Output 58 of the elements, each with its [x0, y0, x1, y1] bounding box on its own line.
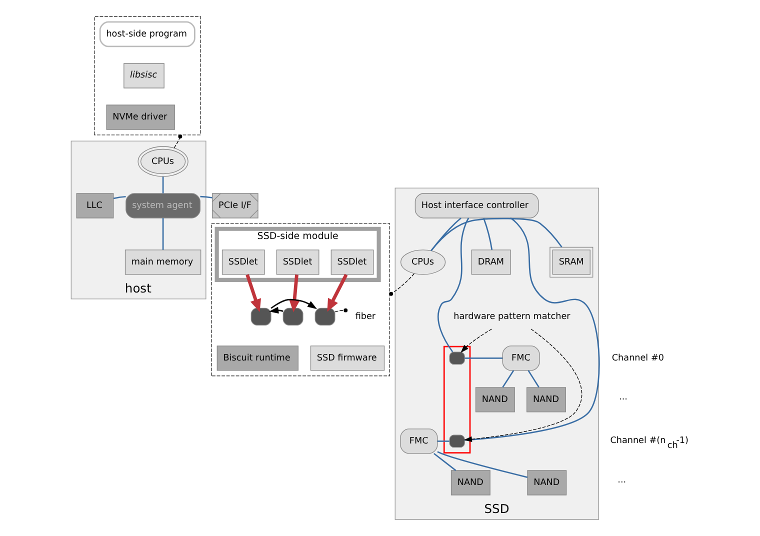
connector: [388, 273, 414, 296]
connector: [430, 218, 562, 252]
connector: [437, 218, 469, 352]
cluster: [210, 223, 390, 376]
connector: [436, 440, 449, 442]
node-box: NVMe driver: [106, 104, 174, 130]
node-box: NAND: [450, 470, 490, 496]
node-box: [448, 434, 464, 448]
arrow: [463, 328, 582, 442]
arrow: [326, 274, 348, 312]
node-box: LLC: [76, 193, 114, 218]
connector: [430, 218, 461, 252]
cluster: [93, 16, 200, 136]
node-box: host-side program: [98, 21, 195, 48]
node-box: SSD firmware: [310, 346, 384, 371]
arrow: [288, 274, 300, 312]
node-box: main memory: [124, 250, 201, 275]
node-box: FMC: [400, 428, 438, 454]
node-box: system agent: [125, 193, 200, 218]
connector: [464, 217, 600, 441]
label: ···: [617, 478, 626, 488]
label: Channel #0: [611, 353, 664, 364]
connector: [482, 218, 492, 250]
node-box: [282, 308, 303, 326]
node-box: FMC: [502, 346, 540, 371]
node-box: NAND: [526, 387, 566, 412]
node-box: NAND: [526, 470, 566, 496]
label: ···: [618, 395, 627, 406]
node-box: NAND: [474, 387, 514, 412]
node-box: Biscuit runtime: [216, 346, 298, 371]
arrow: [270, 298, 317, 310]
connector: [112, 196, 126, 200]
connector: [334, 308, 348, 312]
arrow: [460, 328, 492, 353]
node-box: [314, 308, 335, 326]
node-box: DRAM: [470, 250, 510, 275]
arrow: [245, 274, 260, 312]
node-box: SSDlet: [221, 250, 264, 275]
node-text: fiber: [354, 312, 376, 322]
node-box: SSDlet: [330, 250, 374, 275]
connector: [502, 370, 514, 388]
node-ellipse: CPUs: [400, 250, 446, 275]
connector: [200, 196, 212, 198]
node-ellipse: CPUs: [137, 146, 188, 177]
node-box: SRAM: [549, 246, 593, 278]
node-box: Host interface controller: [414, 193, 538, 218]
node-box: libsisc: [123, 63, 164, 88]
connector: [527, 370, 539, 388]
connector: [162, 176, 164, 194]
connector: [173, 134, 182, 148]
node-box: [448, 352, 464, 365]
node-box: [250, 308, 271, 326]
connector: [162, 218, 164, 250]
connector: [433, 452, 456, 471]
node-text: hardware pattern matcher: [453, 312, 570, 322]
connector: [464, 358, 502, 359]
connector: [436, 451, 528, 478]
node-box: SSDlet: [276, 250, 319, 275]
